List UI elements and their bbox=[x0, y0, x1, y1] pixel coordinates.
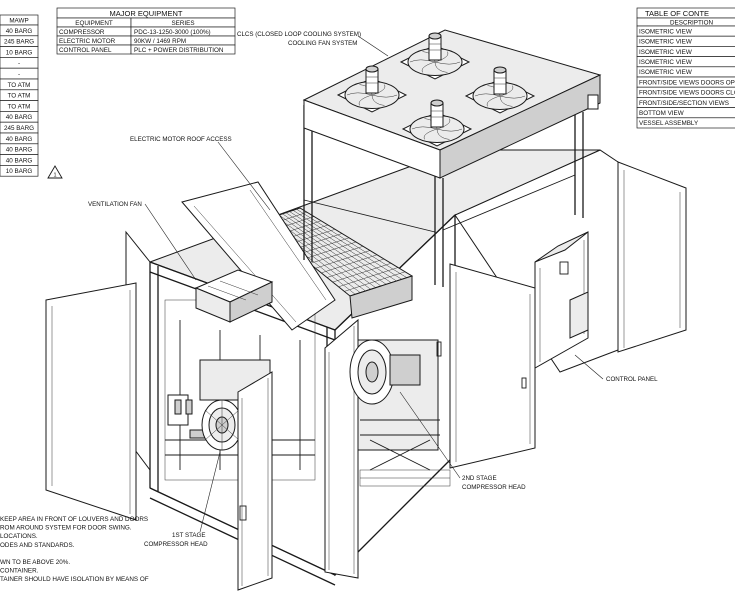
toc-entry: FRONT/SIDE VIEWS DOORS CLO bbox=[639, 90, 735, 97]
ventilation-fan-unit bbox=[194, 269, 274, 323]
first-stage-callout-line1: 1ST STAGE bbox=[172, 532, 205, 539]
note-line: LOCATIONS. bbox=[0, 533, 38, 540]
front-left-inner-door bbox=[237, 371, 273, 591]
equipment-series: PLC + POWER DISTRIBUTION bbox=[134, 47, 224, 54]
second-stage-callout-line1: 2ND STAGE bbox=[462, 475, 497, 482]
toc-entry: ISOMETRIC VIEW bbox=[639, 49, 692, 56]
toc-entry: ISOMETRIC VIEW bbox=[639, 28, 692, 35]
first-stage-leader bbox=[199, 451, 221, 533]
fan-motor bbox=[365, 68, 379, 94]
mawp-value: 10 BARG bbox=[6, 168, 33, 175]
mawp-value: TO ATM bbox=[8, 93, 31, 100]
mawp-value: 10 BARG bbox=[6, 49, 33, 56]
front-right-door bbox=[449, 263, 536, 469]
cooling-fan bbox=[336, 65, 408, 113]
clcs-callout-line2: COOLING FAN SYSTEM bbox=[288, 40, 357, 47]
toc-row bbox=[636, 117, 735, 129]
major-equipment-title: MAJOR EQUIPMENT bbox=[110, 9, 183, 18]
mawp-value: 40 BARG bbox=[6, 136, 33, 143]
pipe-stub bbox=[587, 94, 599, 110]
note-line: ROM AROUND SYSTEM FOR DOOR SWING. bbox=[0, 525, 132, 532]
equipment-series: 90KW / 1469 RPM bbox=[134, 38, 186, 45]
right-side-door bbox=[617, 161, 687, 353]
mawp-value: - bbox=[18, 60, 20, 67]
equipment-name: CONTROL PANEL bbox=[59, 47, 112, 54]
toc-entry: VESSEL ASSEMBLY bbox=[639, 120, 699, 127]
toc-entry: FRONT/SIDE VIEWS DOORS OPE bbox=[639, 79, 735, 86]
fan-housing-side bbox=[439, 74, 601, 179]
mawp-value: 245 BARG bbox=[4, 39, 34, 46]
roof-access-leader bbox=[217, 141, 271, 211]
cooling-fan bbox=[399, 32, 471, 80]
revision-mark: 1 bbox=[53, 173, 56, 179]
grating-side bbox=[349, 275, 413, 319]
note-line: TAINER SHOULD HAVE ISOLATION BY MEANS OF bbox=[0, 576, 149, 583]
mawp-value: TO ATM bbox=[8, 103, 31, 110]
mawp-header: MAWP bbox=[9, 18, 28, 25]
control-panel-leader bbox=[574, 354, 604, 380]
note-line: ODES AND STANDARDS. bbox=[0, 542, 75, 549]
note-line: CONTAINER. bbox=[0, 568, 39, 575]
ventilation-fan-leader bbox=[144, 203, 197, 281]
fan-motor bbox=[493, 69, 507, 95]
mawp-value: 245 BARG bbox=[4, 125, 34, 132]
clcs-cooling-fan-system bbox=[302, 29, 602, 287]
control-panel bbox=[534, 231, 589, 369]
cooling-fan bbox=[401, 99, 473, 147]
control-panel-callout: CONTROL PANEL bbox=[606, 376, 658, 383]
table-of-contents: TABLE OF CONTE DESCRIPTION ISOMETRIC VIE… bbox=[636, 7, 735, 129]
roof-access-grating bbox=[256, 207, 414, 319]
mawp-value: 40 BARG bbox=[6, 28, 33, 35]
roof-access-callout: ELECTRIC MOTOR ROOF ACCESS bbox=[130, 136, 232, 143]
ventilation-fan-callout: VENTILATION FAN bbox=[88, 201, 142, 208]
fan-motor bbox=[430, 102, 444, 128]
major-equipment-rows: COMPRESSOR PDC-13-1250-3000 (100%) ELECTRI… bbox=[56, 26, 236, 55]
middle-door bbox=[324, 318, 359, 579]
cooling-fans bbox=[336, 32, 536, 147]
note-line: KEEP AREA IN FRONT OF LOUVERS AND DOORS bbox=[0, 516, 148, 523]
clcs-callout-line1: CLCS (CLOSED LOOP COOLING SYSTEM) bbox=[237, 31, 361, 38]
toc-rows: ISOMETRIC VIEW ISOMETRIC VIEW ISOMETRIC VI… bbox=[636, 25, 735, 129]
revision-triangle-icon bbox=[47, 165, 63, 179]
compressor-container-isometric bbox=[45, 29, 687, 591]
callouts: CLCS (CLOSED LOOP COOLING SYSTEM) COOLIN… bbox=[88, 31, 658, 548]
toc-entry: ISOMETRIC VIEW bbox=[639, 69, 692, 76]
toc-title: TABLE OF CONTE bbox=[645, 9, 709, 18]
left-front-door bbox=[45, 282, 137, 521]
first-stage-compressor-head bbox=[201, 399, 243, 451]
note-line: WN TO BE ABOVE 20%. bbox=[0, 559, 70, 566]
toc-column-header: DESCRIPTION bbox=[670, 20, 713, 27]
toc-entry: ISOMETRIC VIEW bbox=[639, 39, 692, 46]
cooling-fan bbox=[464, 66, 536, 114]
mawp-rows: 40 BARG 245 BARG 10 BARG - - TO ATM TO ATM TO A… bbox=[0, 24, 39, 177]
mawp-table: MAWP 40 BARG 245 BARG 10 BARG - - TO ATM TO AT… bbox=[0, 14, 63, 179]
mawp-value: 40 BARG bbox=[6, 114, 33, 121]
mawp-value: 40 BARG bbox=[6, 147, 33, 154]
toc-entry: FRONT/SIDE/SECTION VIEWS bbox=[639, 100, 729, 107]
equipment-name: COMPRESSOR bbox=[59, 29, 105, 36]
second-stage-leader bbox=[399, 391, 461, 479]
toc-entry: ISOMETRIC VIEW bbox=[639, 59, 692, 66]
first-stage-callout-line2: COMPRESSOR HEAD bbox=[144, 541, 208, 548]
mawp-value: - bbox=[18, 71, 20, 78]
series-column-header: SERIES bbox=[171, 20, 194, 27]
fan-motor bbox=[428, 35, 442, 61]
equipment-column-header: EQUIPMENT bbox=[75, 20, 113, 27]
major-equipment-table: MAJOR EQUIPMENT EQUIPMENT SERIES COMPRES… bbox=[56, 7, 236, 55]
mawp-value: TO ATM bbox=[8, 82, 31, 89]
second-stage-compressor bbox=[349, 339, 451, 487]
general-notes: KEEP AREA IN FRONT OF LOUVERS AND DOORS R… bbox=[0, 516, 149, 583]
mawp-row bbox=[0, 165, 39, 177]
toc-entry: BOTTOM VIEW bbox=[639, 110, 684, 117]
equipment-series: PDC-13-1250-3000 (100%) bbox=[134, 29, 211, 36]
mawp-value: 40 BARG bbox=[6, 157, 33, 164]
clcs-leader bbox=[357, 35, 389, 57]
second-stage-callout-line2: COMPRESSOR HEAD bbox=[462, 484, 526, 491]
equipment-name: ELECTRIC MOTOR bbox=[59, 38, 116, 45]
